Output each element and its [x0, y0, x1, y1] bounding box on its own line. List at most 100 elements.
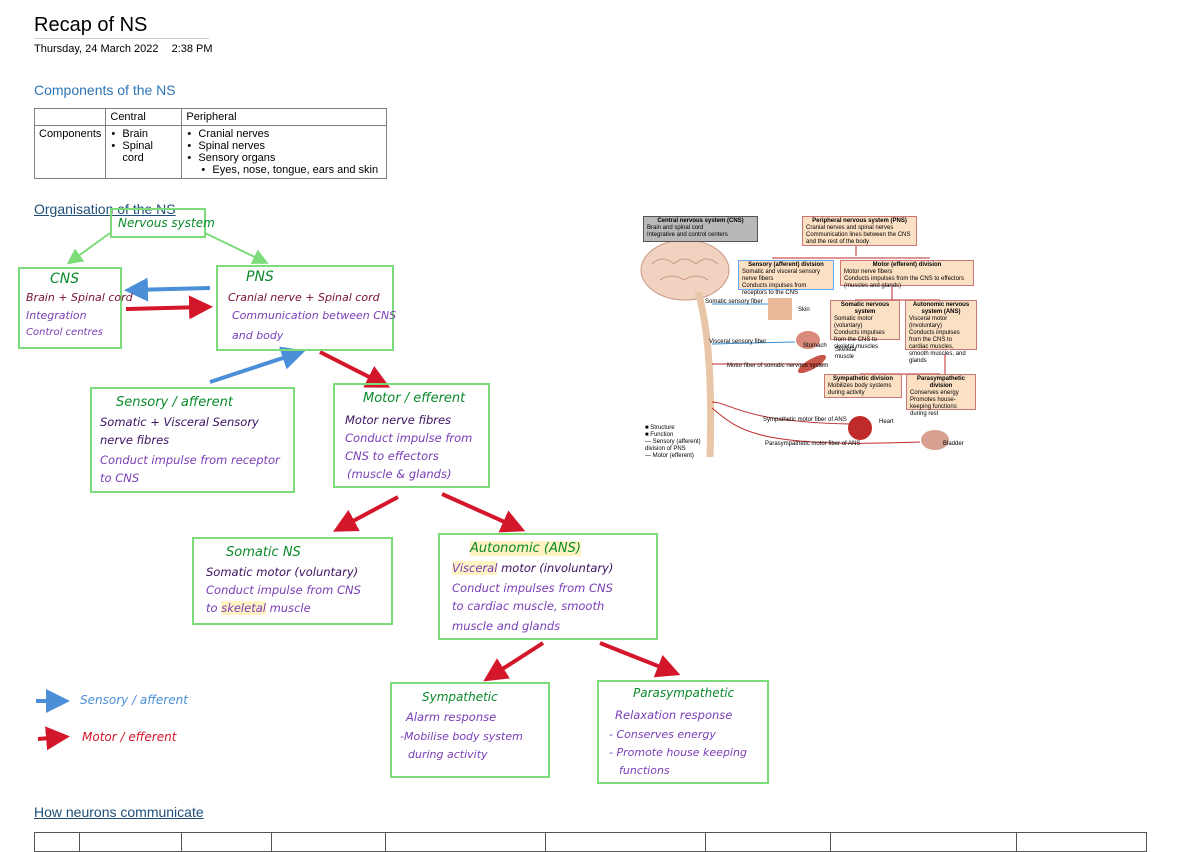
- somatic-line-3: to skeletal muscle: [206, 601, 311, 615]
- box-sensory: Sensory / afferent Somatic + Visceral Se…: [90, 387, 295, 493]
- figure-label-skin: Skin: [798, 307, 810, 313]
- arrow-cns-to-pns: [125, 295, 213, 320]
- arrow-pns-to-cns: [124, 277, 211, 302]
- arrow-to-cns: [66, 232, 111, 265]
- motor-line-2: Conduct impulse from: [345, 431, 473, 445]
- figure-label-symp-fiber: Sympathetic motor fiber of ANS: [763, 417, 847, 423]
- parasympathetic-title: Parasympathetic: [633, 686, 735, 700]
- sensory-title: Sensory / afferent: [116, 395, 233, 410]
- section-heading-organisation: Organisation of the NS: [34, 201, 176, 217]
- section-heading-components: Components of the NS: [34, 82, 176, 98]
- pns-line-2: Communication between CNS: [232, 309, 397, 322]
- motor-title: Motor / efferent: [363, 391, 466, 406]
- figure-label-stomach: Stomach: [803, 343, 827, 349]
- skin-illustration: [768, 298, 792, 320]
- sensory-line-4: to CNS: [100, 471, 140, 485]
- legend-sensory-label: Sensory / afferent: [80, 693, 188, 707]
- sympathetic-line-3: during activity: [408, 748, 488, 761]
- stomach-illustration: [796, 331, 820, 349]
- cns-title: CNS: [50, 271, 80, 287]
- figure-somatic-box: Somatic nervous system Somatic motor (vo…: [830, 300, 900, 350]
- box-parasympathetic: Parasympathetic Relaxation response - Co…: [597, 680, 769, 784]
- pns-line-1: Cranial nerve + Spinal cord: [228, 291, 380, 304]
- box-sympathetic: Sympathetic Alarm response -Mobilise bod…: [390, 682, 550, 778]
- table-cell-central: Brain Spinal cord: [105, 125, 183, 179]
- sensory-line-3: Conduct impulse from receptor: [100, 453, 280, 467]
- box-nervous-system: Nervous system: [110, 208, 215, 238]
- heart-illustration: [848, 416, 872, 440]
- components-table: Central Peripheral Components Brain Spin…: [33, 108, 388, 179]
- page-date: Thursday, 24 March 2022: [34, 43, 159, 55]
- list-item: Eyes, nose, tongue, ears and skin: [201, 164, 382, 176]
- table-cell-peripheral: Cranial nerves Spinal nerves Sensory org…: [181, 125, 388, 179]
- arrow-to-pns: [204, 232, 269, 264]
- list-item: Spinal nerves: [187, 140, 382, 152]
- autonomic-line-1-rest: motor (involuntary): [501, 561, 614, 575]
- figure-label-visceral-fiber: Visceral sensory fiber: [709, 339, 767, 345]
- figure-label-bladder: Bladder: [943, 441, 964, 447]
- arrow-motor-to-somatic: [332, 495, 399, 532]
- bladder-illustration: [921, 430, 949, 450]
- arrow-autonomic-to-parasympathetic: [599, 641, 681, 678]
- list-item: Spinal cord: [111, 140, 177, 164]
- table-column: [546, 833, 706, 851]
- figure-motor-box: Motor (efferent) division Motor nerve fi…: [840, 260, 974, 289]
- figure-label-skeletal: Skeletal muscle: [835, 347, 857, 360]
- autonomic-line-3: to cardiac muscle, smooth: [452, 599, 605, 613]
- cns-line-2: Integration: [26, 309, 87, 322]
- figure-label-somatic-fiber: Somatic sensory fiber: [705, 299, 763, 305]
- sensory-line-1: Somatic + Visceral Sensory: [100, 415, 259, 429]
- pns-line-3: and body: [232, 329, 284, 342]
- box-cns: CNS Brain + Spinal cord Integration Cont…: [18, 267, 133, 349]
- figure-ans-box: Autonomic nervous system (ANS) Visceral …: [905, 300, 977, 364]
- parasympathetic-line-3: - Promote house keeping: [609, 746, 747, 759]
- spinal-cord-illustration: [694, 290, 715, 458]
- legend-motor-label: Motor / efferent: [82, 730, 177, 744]
- somatic-line-3-skeletal: skeletal: [221, 601, 266, 615]
- autonomic-title: Autonomic (ANS): [470, 541, 581, 556]
- sympathetic-line-2: -Mobilise body system: [400, 730, 523, 743]
- somatic-line-1: Somatic motor (voluntary): [206, 565, 359, 579]
- parasympathetic-line-1: Relaxation response: [615, 708, 733, 722]
- brain-illustration: [640, 239, 730, 301]
- box-somatic: Somatic NS Somatic motor (voluntary) Con…: [192, 537, 393, 625]
- table-column: [1017, 833, 1146, 851]
- figure-key-sensory: — Sensory (afferent) division of PNS: [645, 439, 701, 452]
- list-item: Brain: [111, 128, 177, 140]
- page-title: Recap of NS: [34, 14, 148, 36]
- figure-key: ■ Structure ■ Function — Sensory (affere…: [642, 424, 704, 460]
- list-item: Cranial nerves: [187, 128, 382, 140]
- table-column: [831, 833, 1018, 851]
- somatic-line-3-to: to: [206, 601, 218, 615]
- table-row: Components Brain Spinal cord Cranial ner…: [33, 125, 388, 179]
- figure-sensory-box: Sensory (afferent) division Somatic and …: [738, 260, 834, 296]
- parasympathetic-line-2: - Conserves energy: [609, 728, 716, 741]
- list-item: Sensory organs: [187, 152, 382, 164]
- textbook-figure: Central nervous system (CNS) Brain and s…: [640, 212, 985, 460]
- parasympathetic-line-4: functions: [619, 764, 670, 777]
- figure-parasympathetic-box: Parasympathetic division Conserves energ…: [906, 374, 976, 417]
- figure-cns-box: Central nervous system (CNS) Brain and s…: [643, 216, 758, 242]
- figure-sympathetic-box: Sympathetic division Mobilizes body syst…: [824, 374, 902, 398]
- arrow-sensory-to-pns: [209, 346, 306, 384]
- figure-label-heart: Heart: [879, 419, 894, 425]
- autonomic-line-1: Visceral motor (involuntary): [452, 561, 613, 575]
- figure-pns-box: Peripheral nervous system (PNS) Cranial …: [802, 216, 917, 246]
- arrow-motor-to-autonomic: [441, 492, 526, 533]
- page-datetime: Thursday, 24 March 2022 2:38 PM: [34, 43, 223, 55]
- figure-key-motor: — Motor (efferent) division of PNS: [645, 453, 694, 459]
- somatic-title: Somatic NS: [226, 545, 301, 560]
- motor-line-3: CNS to effectors: [345, 449, 439, 463]
- table-column: [272, 833, 386, 851]
- table-column: [35, 833, 80, 851]
- page-time: 2:38 PM: [171, 43, 213, 55]
- arrow-pns-to-motor: [319, 350, 391, 388]
- figure-key-function: ■ Function: [645, 432, 674, 438]
- title-underline: [34, 38, 209, 39]
- figure-label-para-fiber: Parasympathetic motor fiber of ANS: [765, 441, 861, 447]
- autonomic-line-1-visceral: Visceral: [452, 561, 498, 575]
- sympathetic-line-1: Alarm response: [406, 710, 497, 724]
- motor-line-1: Motor nerve fibres: [345, 413, 452, 427]
- box-motor: Motor / efferent Motor nerve fibres Cond…: [333, 383, 490, 488]
